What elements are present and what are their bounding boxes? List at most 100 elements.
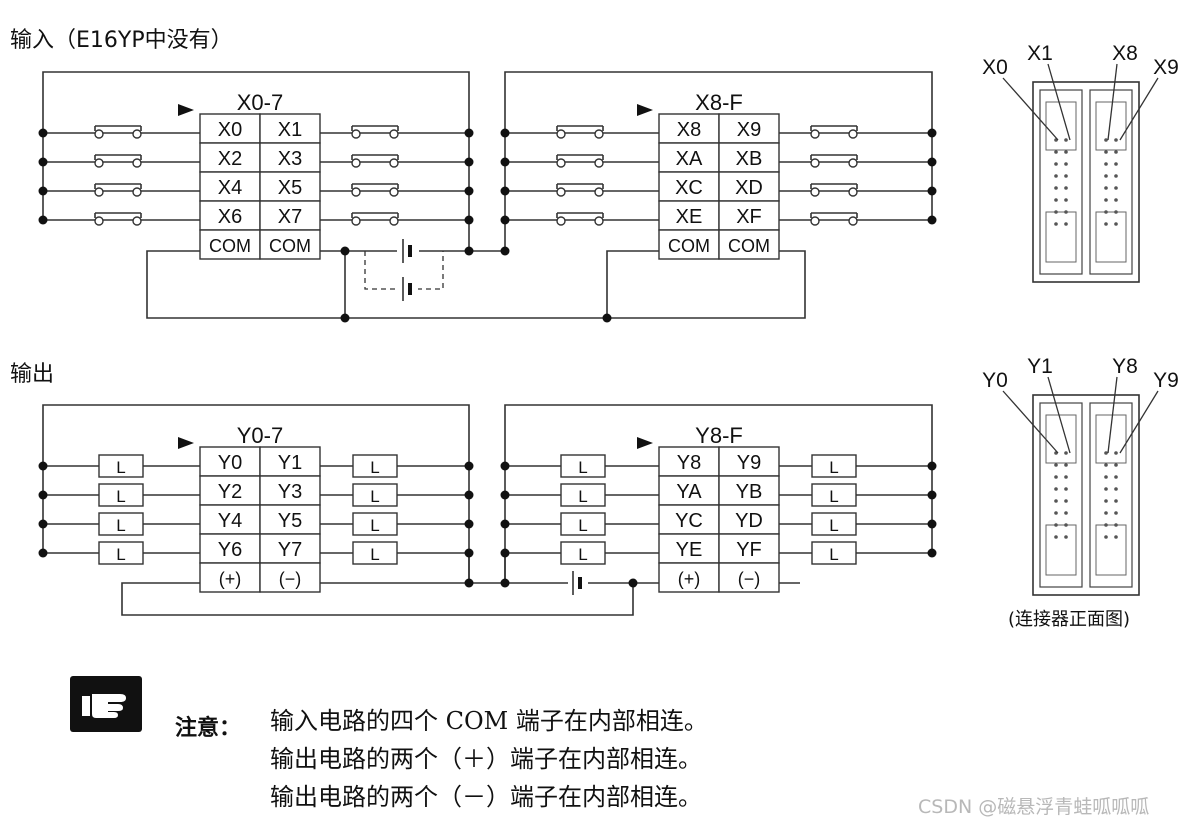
switch-terminal <box>594 129 604 139</box>
connector-pin <box>1054 487 1058 491</box>
connector-pin <box>1054 222 1058 226</box>
note-line-1: 输入电路的四个 COM 端子在内部相连。 <box>270 707 708 735</box>
terminal-cell <box>658 113 720 144</box>
terminal-label: YB <box>736 481 763 503</box>
connector-pin-label: X1 <box>1027 42 1053 65</box>
connector-pin <box>1064 186 1068 190</box>
pin-pointer-line <box>1119 390 1159 454</box>
switch-terminal <box>389 187 399 197</box>
connector-pin <box>1054 186 1058 190</box>
connector-pin <box>1064 174 1068 178</box>
connector-pin <box>1114 174 1118 178</box>
switch-terminal <box>810 187 820 197</box>
switch-contact <box>810 125 858 139</box>
terminal-label: YA <box>676 481 702 503</box>
terminal-cell <box>718 446 780 477</box>
connector-pin <box>1064 162 1068 166</box>
terminal-cell <box>658 229 720 260</box>
switch-terminal <box>389 158 399 168</box>
connector-pin <box>1054 511 1058 515</box>
connector-pin <box>1104 198 1108 202</box>
terminal-label: Y1 <box>278 452 302 474</box>
switch-terminal <box>848 187 858 197</box>
connector-pin <box>1114 511 1118 515</box>
switch-terminal <box>389 129 399 139</box>
connector-pin <box>1104 499 1108 503</box>
battery-icon <box>402 239 412 263</box>
load-rect <box>352 541 398 565</box>
terminal-label: COM <box>269 236 311 256</box>
connector-pin <box>1104 475 1108 479</box>
load-box: L <box>560 541 606 565</box>
connector-pin <box>1064 535 1068 539</box>
switch-contact <box>94 183 142 197</box>
load-label: L <box>578 545 587 564</box>
connector-pin <box>1104 162 1108 166</box>
terminal-label: YC <box>675 510 703 532</box>
pin-pointer-line <box>1002 77 1059 141</box>
switch-terminal <box>351 187 361 197</box>
connector-pin <box>1104 210 1108 214</box>
terminal-label: Y2 <box>218 481 242 503</box>
junction-dot <box>464 490 474 500</box>
switch-terminal <box>594 158 604 168</box>
junction-dot <box>927 548 937 558</box>
wire <box>606 250 659 318</box>
switch-terminal <box>351 216 361 226</box>
switch-terminal <box>594 187 604 197</box>
switch-contact <box>810 212 858 226</box>
terminal-cell <box>259 200 321 231</box>
load-label: L <box>829 487 838 506</box>
load-box: L <box>811 483 857 507</box>
connector-pin <box>1114 499 1118 503</box>
load-rect <box>560 483 606 507</box>
load-label: L <box>370 545 379 564</box>
wire <box>121 582 634 616</box>
load-box: L <box>811 541 857 565</box>
switch-terminal <box>556 158 566 168</box>
load-label: L <box>578 516 587 535</box>
connector-pin <box>1114 186 1118 190</box>
terminal-label: Y6 <box>218 539 242 561</box>
load-box: L <box>560 512 606 536</box>
terminal-label: Y7 <box>278 539 302 561</box>
connector-pin <box>1104 150 1108 154</box>
connector-pin <box>1054 535 1058 539</box>
switch-terminal <box>351 129 361 139</box>
wire <box>504 71 933 133</box>
terminal-label: X4 <box>218 177 242 199</box>
block-header: Y8-F <box>695 423 743 448</box>
terminal-cell <box>718 142 780 173</box>
terminal-label: YE <box>676 539 703 561</box>
junction-dot <box>927 128 937 138</box>
junction-dot <box>500 519 510 529</box>
load-label: L <box>578 458 587 477</box>
pointer-arrow-icon <box>637 437 653 449</box>
connector-pin <box>1104 222 1108 226</box>
load-box: L <box>811 454 857 478</box>
battery-short-plate <box>578 577 582 589</box>
pin-pointer-line <box>1047 63 1071 141</box>
load-label: L <box>370 516 379 535</box>
junction-dot <box>340 313 350 323</box>
terminal-cell <box>199 142 261 173</box>
terminal-label: X9 <box>737 119 761 141</box>
terminal-cell <box>658 200 720 231</box>
terminal-label: Y8 <box>677 452 701 474</box>
connector-pin <box>1114 523 1118 527</box>
switch-terminal <box>94 129 104 139</box>
junction-dot <box>500 186 510 196</box>
junction-dot <box>38 215 48 225</box>
switch-terminal <box>556 129 566 139</box>
block-header: X8-F <box>695 90 743 115</box>
load-label: L <box>116 487 125 506</box>
connector-pin <box>1064 210 1068 214</box>
junction-dot <box>464 186 474 196</box>
connector-pin-label: X0 <box>982 56 1008 79</box>
connector-pin <box>1104 174 1108 178</box>
junction-dot <box>927 215 937 225</box>
connector-latch <box>1045 211 1077 263</box>
switch-contact <box>94 212 142 226</box>
terminal-cell <box>259 475 321 506</box>
